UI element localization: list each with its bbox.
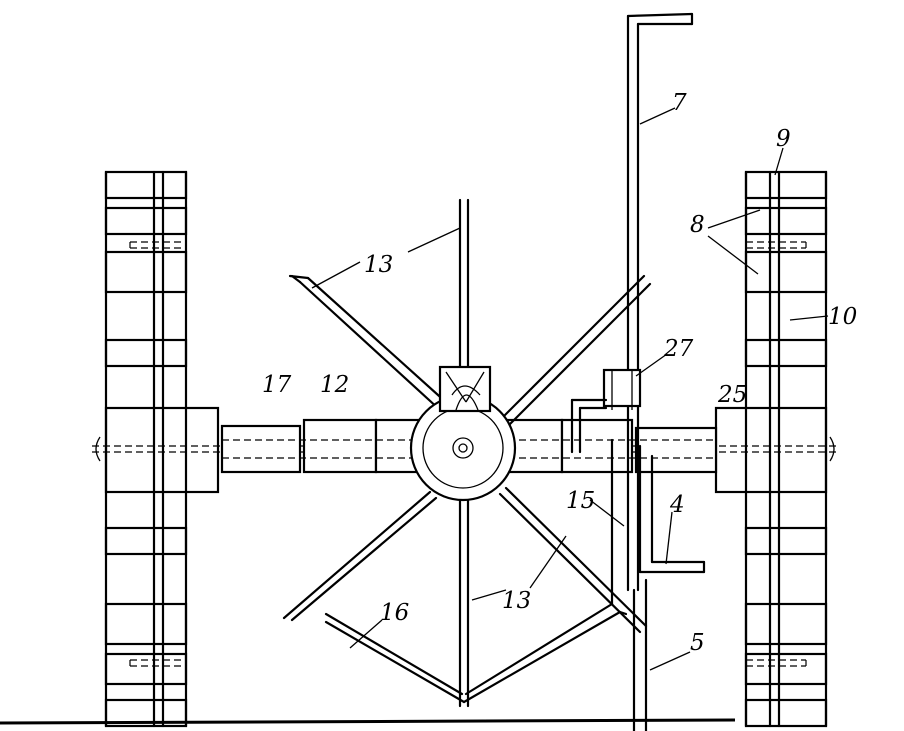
label-12: 12 xyxy=(320,372,349,398)
label-17: 17 xyxy=(262,372,292,398)
label-7: 7 xyxy=(672,90,687,116)
label-5: 5 xyxy=(690,630,705,656)
label-8: 8 xyxy=(690,212,705,238)
labels: 7 9 8 10 13 27 17 12 25 15 4 16 13 5 xyxy=(262,90,857,656)
label-27: 27 xyxy=(663,336,694,362)
hub xyxy=(409,365,517,502)
label-13-top: 13 xyxy=(364,252,393,278)
label-4: 4 xyxy=(669,492,685,518)
leader-lines xyxy=(311,107,829,671)
ground-line xyxy=(0,718,736,725)
label-9: 9 xyxy=(776,126,791,152)
label-15: 15 xyxy=(566,488,595,514)
star-arms xyxy=(282,198,652,708)
left-wheel xyxy=(104,170,220,728)
label-25: 25 xyxy=(717,382,747,408)
frame-16 xyxy=(324,602,628,704)
bracket-15 xyxy=(570,398,614,606)
label-10: 10 xyxy=(828,304,857,330)
label-16: 16 xyxy=(380,600,409,626)
handle-7 xyxy=(602,12,694,731)
label-13-bottom: 13 xyxy=(502,588,531,614)
pedal-4 xyxy=(638,444,706,574)
